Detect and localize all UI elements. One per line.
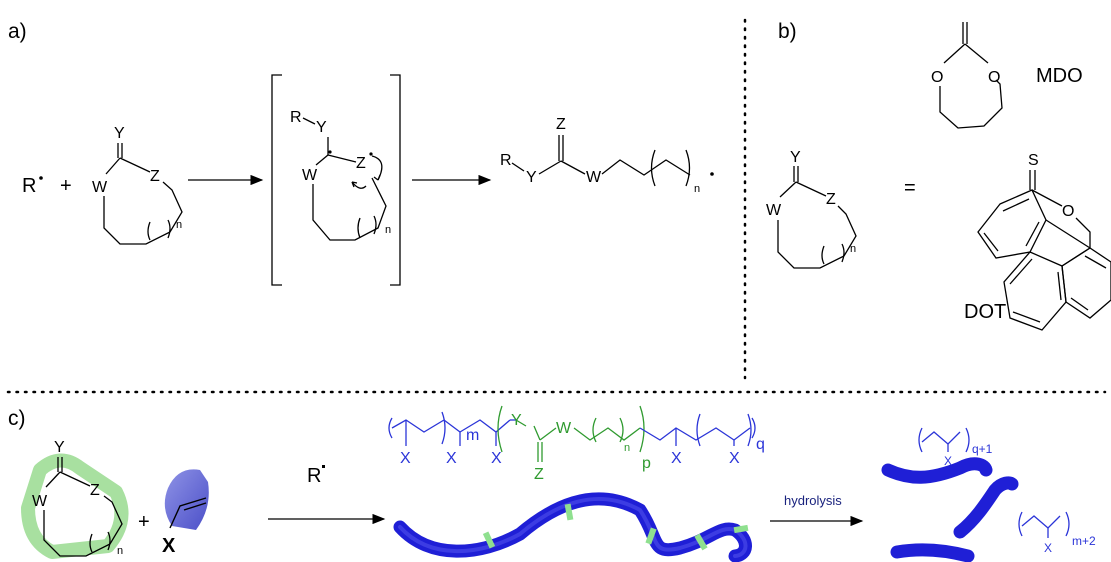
svg-text:X: X	[491, 450, 502, 467]
panel-b-label: b)	[778, 20, 797, 43]
copolymer-tube	[393, 492, 752, 562]
svg-text:m+2: m+2	[1072, 534, 1096, 548]
svg-text:Y: Y	[511, 412, 522, 429]
svg-text:Z: Z	[826, 191, 836, 208]
ring-opened-product: R Y Z W n	[500, 116, 714, 195]
plus-sign-c: +	[138, 511, 150, 533]
svg-text:q+1: q+1	[972, 442, 993, 456]
svg-text:R: R	[22, 175, 36, 197]
svg-text:W: W	[92, 179, 108, 196]
svg-text:W: W	[586, 169, 602, 186]
svg-text:W: W	[302, 167, 318, 184]
svg-text:q: q	[756, 436, 765, 453]
svg-text:X: X	[446, 450, 457, 467]
svg-text:W: W	[766, 202, 782, 219]
svg-text:X: X	[400, 450, 411, 467]
vinyl-monomer: X	[162, 469, 209, 557]
plus-sign-a: +	[60, 175, 72, 197]
svg-text:Y: Y	[316, 119, 327, 136]
radical-R: R	[22, 175, 43, 197]
dot-label: DOT	[964, 301, 1006, 323]
svg-text:X: X	[944, 454, 952, 468]
svg-text:Z: Z	[90, 482, 100, 499]
svg-text:S: S	[1028, 152, 1039, 169]
hydrolysis-fragments: X q+1 X m+2	[881, 427, 1096, 562]
svg-text:Z: Z	[150, 168, 160, 185]
svg-text:n: n	[176, 219, 182, 231]
dot-structure: S O	[977, 152, 1111, 331]
svg-text:O: O	[931, 69, 943, 86]
copolymer-structure: X X X m Y W Z n p X X q	[388, 405, 765, 483]
svg-text:X: X	[162, 535, 176, 557]
mdo-structure: O O	[931, 22, 1003, 129]
svg-text:Y: Y	[526, 169, 537, 186]
svg-text:n: n	[850, 243, 856, 255]
svg-text:W: W	[32, 493, 48, 510]
mdo-label: MDO	[1036, 65, 1083, 87]
svg-text:n: n	[624, 442, 630, 454]
svg-text:X: X	[671, 450, 682, 467]
svg-text:Z: Z	[356, 155, 366, 172]
svg-text:R: R	[500, 152, 512, 169]
cyclic-monomer-a: Y W Z n	[92, 125, 183, 245]
svg-text:Z: Z	[534, 466, 544, 483]
radical-intermediate: R Y W Z n	[290, 109, 391, 241]
svg-text:m: m	[466, 427, 479, 444]
cyclic-monomer-b: Y W Z n	[766, 149, 857, 269]
svg-text:Y: Y	[114, 125, 125, 142]
svg-text:p: p	[642, 455, 651, 472]
svg-text:R: R	[307, 465, 321, 487]
bracket-left	[271, 74, 282, 286]
svg-text:X: X	[1044, 541, 1052, 555]
svg-text:O: O	[1062, 203, 1074, 220]
svg-text:X: X	[729, 450, 740, 467]
panel-c-label: c)	[8, 407, 26, 430]
svg-text:Y: Y	[790, 149, 801, 166]
svg-text:Y: Y	[54, 439, 65, 456]
equals-sign: =	[904, 177, 916, 199]
svg-text:n: n	[117, 545, 123, 557]
panel-a-label: a)	[8, 20, 27, 43]
svg-text:n: n	[385, 224, 391, 236]
hydrolysis-arrow: hydrolysis	[770, 493, 864, 527]
svg-text:hydrolysis: hydrolysis	[784, 493, 842, 508]
svg-text:W: W	[556, 420, 572, 437]
svg-text:Z: Z	[556, 116, 566, 133]
svg-text:n: n	[694, 183, 700, 195]
svg-text:R: R	[290, 109, 302, 126]
cyclic-monomer-c: Y W Z n	[21, 439, 129, 559]
radical-arrow: R	[268, 465, 386, 525]
bracket-right	[390, 74, 401, 286]
